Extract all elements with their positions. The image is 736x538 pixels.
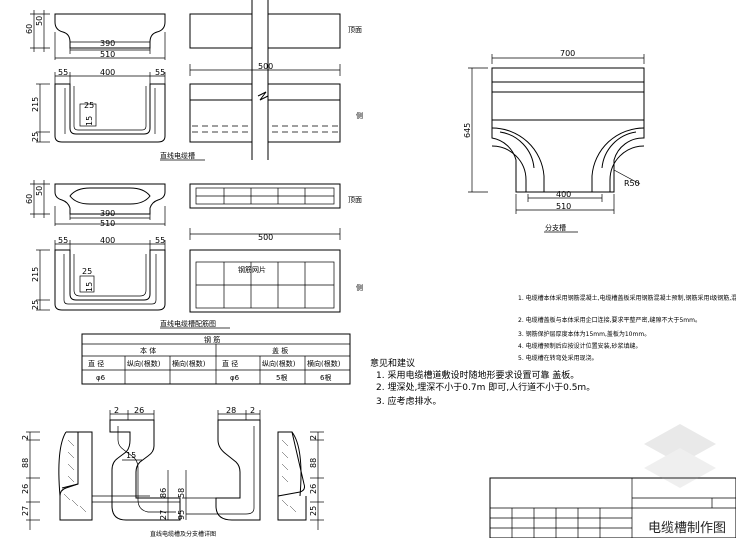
bottom-caption: 直线电缆槽及分支槽详图	[150, 530, 216, 538]
b-sec-dim-r2: 15	[85, 282, 94, 292]
ld-top: 2	[21, 435, 30, 440]
table-group-left: 本 体	[140, 346, 156, 355]
advice-item-0: 1. 采用电缆槽道敷设时随地形要求设置可靠 盖板。	[376, 369, 579, 381]
b-front-dim-outer: 510	[100, 219, 115, 228]
advice-item-1: 2. 埋深处,埋深不小于0.7m 即可,人行道不小于0.5m。	[376, 381, 595, 393]
b-front-dim-inner: 390	[100, 209, 115, 218]
view-a-front: 390 510 60 50	[25, 10, 166, 60]
md-h2: 27	[159, 510, 168, 520]
drawing-title: 电缆槽制作图	[645, 517, 728, 536]
table-header-2: 横向(根数)	[172, 359, 206, 368]
table-value-0: φ6	[96, 374, 106, 382]
view-tee: 700 645 400 510 R50 分支槽	[463, 49, 645, 233]
tee-dim-r: R50	[624, 179, 640, 188]
note-4: 5. 电缆槽在转弯处采用现浇。	[518, 354, 598, 362]
a-side-label-top: 顶面	[348, 26, 362, 34]
advice-title: 意见和建议	[370, 357, 415, 369]
rebar-table: 钢 筋 本 体 盖 板 直 径 纵向(根数) 横向(根数) 直 径 纵向(根数)…	[81, 333, 351, 385]
tee-dim-bottom: 400	[556, 190, 571, 199]
watermark-logo-icon	[644, 424, 716, 488]
table-header-3: 直 径	[222, 359, 238, 368]
bottom-detail-far-right: 2 88 26 25 直线电缆槽及分支槽详图	[150, 431, 324, 538]
a-sec-dim-h2: 25	[31, 132, 40, 142]
table-group-right: 盖 板	[272, 346, 288, 355]
a-front-dim-h: 60	[25, 24, 34, 34]
md-w: 26	[134, 406, 144, 415]
b-side-mesh-text: 钢筋网片	[238, 265, 266, 274]
b-sec-dim-right: 55	[155, 236, 165, 245]
a-sec-dim-inner: 400	[100, 68, 115, 77]
table-header-1: 纵向(根数)	[127, 359, 161, 368]
a-front-dim-outer: 510	[100, 50, 115, 59]
rrd-c: 26	[309, 484, 318, 494]
a-sec-dim-r2: 15	[85, 116, 94, 126]
view-a-side: 500 顶面 侧 直线电缆槽	[160, 0, 363, 161]
note-2: 3. 钢筋保护层厚度本体为15mm,盖板为10mm。	[518, 330, 650, 338]
b-sec-dim-inner: 400	[100, 236, 115, 245]
rd-h: 58	[177, 488, 186, 498]
view-a-section: 400 55 55 215 25 25 15	[31, 68, 166, 143]
rrd-b: 88	[309, 458, 318, 468]
title-block	[489, 477, 736, 538]
view-b-section: 400 55 55 215 25 25 15	[31, 236, 166, 311]
bottom-detail-mid: 26 2 15 86 27	[109, 406, 181, 521]
b-side-label-top: 顶面	[348, 196, 362, 204]
tee-caption: 分支槽	[545, 223, 566, 232]
advice-item-2: 3. 应考虑排水。	[376, 395, 441, 407]
view-b-side: 500 钢筋网片 顶面 侧 直线电缆槽配筋图	[160, 183, 363, 329]
b-side-label-bot: 侧	[356, 283, 363, 292]
ld-a: 88	[21, 458, 30, 468]
a-front-dim-h2: 50	[35, 16, 44, 26]
note-0: 1. 电缆槽本体采用钢筋混凝土,电缆槽盖板采用钢筋混凝土预制,钢筋采用Ⅰ级钢筋,…	[518, 294, 736, 302]
note-3: 4. 电缆槽预制后应按设计位置安装,砂浆填缝。	[518, 342, 642, 350]
b-front-dim-h: 60	[25, 194, 34, 204]
a-side-dim-len: 500	[258, 62, 273, 71]
tee-dim-bottom2: 510	[556, 202, 571, 211]
table-value-4: 5根	[276, 373, 287, 382]
a-side-label-bot: 侧	[356, 111, 363, 120]
view-b-front: 390 510 60 50	[25, 180, 166, 228]
table-title: 钢 筋	[204, 335, 220, 344]
a-sec-dim-r: 25	[84, 101, 94, 110]
rd-h2: 95	[177, 510, 186, 520]
ld-b: 26	[21, 484, 30, 494]
bottom-detail-right: 28 2 58 95	[177, 406, 261, 521]
tee-dim-top: 700	[560, 49, 575, 58]
rd-w: 28	[226, 406, 236, 415]
b-caption: 直线电缆槽配筋图	[160, 319, 216, 328]
advice-block: 意见和建议 1. 采用电缆槽道敷设时随地形要求设置可靠 盖板。 2. 埋深处,埋…	[370, 357, 595, 407]
b-sec-dim-left: 55	[58, 236, 68, 245]
table-header-4: 纵向(根数)	[262, 359, 296, 368]
b-sec-dim-h2: 25	[31, 300, 40, 310]
md-w2: 2	[114, 406, 119, 415]
rrd-a: 2	[309, 435, 318, 440]
bottom-detail-left: 2 88 26 27	[21, 431, 180, 530]
a-sec-dim-right: 55	[155, 68, 165, 77]
rrd-d: 25	[309, 506, 318, 516]
a-sec-dim-h: 215	[31, 97, 40, 112]
rd-w2: 2	[250, 406, 255, 415]
a-caption: 直线电缆槽	[160, 151, 195, 160]
table-value-3: φ6	[230, 374, 240, 382]
table-header-5: 横向(根数)	[307, 359, 341, 368]
table-value-5: 6根	[320, 373, 331, 382]
ld-c: 27	[21, 506, 30, 516]
table-header-0: 直 径	[88, 359, 104, 368]
b-sec-dim-h: 215	[31, 267, 40, 282]
b-side-dim-len: 500	[258, 233, 273, 242]
a-sec-dim-left: 55	[58, 68, 68, 77]
a-front-dim-inner: 390	[100, 39, 115, 48]
md-d: 15	[126, 451, 136, 460]
md-h: 86	[159, 488, 168, 498]
b-sec-dim-r: 25	[82, 267, 92, 276]
b-front-dim-h2: 50	[35, 186, 44, 196]
tee-dim-h: 645	[463, 123, 472, 138]
notes-block: 1. 电缆槽本体采用钢筋混凝土,电缆槽盖板采用钢筋混凝土预制,钢筋采用Ⅰ级钢筋,…	[518, 294, 736, 362]
note-1: 2. 电缆槽盖板与本体采用企口连接,要求平整严密,缝隙不大于5mm。	[518, 316, 701, 324]
